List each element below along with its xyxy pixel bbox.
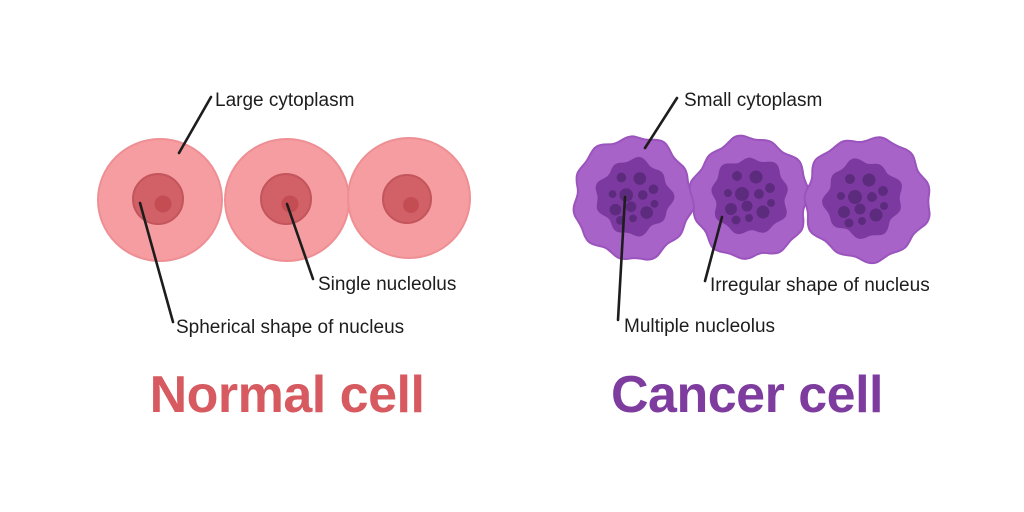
normal-cell-title: Normal cell <box>150 366 425 424</box>
cancer-cell-nucleolus-dot <box>629 214 637 223</box>
label-single-nucleolus: Single nucleolus <box>318 274 456 295</box>
cancer-cell-nucleolus-dot <box>608 190 617 198</box>
cancer-cell-title: Cancer cell <box>611 366 883 424</box>
cancer-cell-nucleus <box>711 157 788 235</box>
cancer-cell-nucleolus-dot <box>880 202 888 210</box>
cancer-cell-nucleolus-dot <box>619 188 634 202</box>
cancer-cell-nucleolus-dot <box>725 203 737 215</box>
cancer-cell-nucleolus-dot <box>735 187 749 201</box>
cancer-cell-nucleolus-dot <box>854 203 866 215</box>
cancer-cell-nucleus <box>595 156 675 237</box>
cancer-cell-nucleolus-dot <box>650 199 659 208</box>
label-large-cytoplasm: Large cytoplasm <box>215 90 354 111</box>
cancer-cell-nucleolus-dot <box>749 170 763 184</box>
cancer-cell-nucleolus-dot <box>838 206 850 218</box>
leader-line-large-cytoplasm <box>177 95 213 155</box>
labels-group: Large cytoplasm Single nucleolus Spheric… <box>176 90 930 338</box>
cancer-cell-nucleolus-dot <box>637 190 648 200</box>
cancer-cell-nucleolus-dot <box>845 174 855 184</box>
cancer-cell-nucleolus-dot <box>837 192 845 200</box>
cancer-cell-nucleolus-dot <box>844 218 854 228</box>
cancer-cell-nucleolus-dot <box>878 186 888 196</box>
cancer-cell-nucleolus-dot <box>731 215 741 225</box>
label-small-cytoplasm: Small cytoplasm <box>684 90 822 111</box>
cancer-cell-nucleolus-dot <box>754 189 764 199</box>
cancer-cell-nucleolus-dot <box>767 199 775 207</box>
leader-line-spherical-nucleus <box>138 201 175 324</box>
normal-cell-nucleolus <box>281 195 299 213</box>
cancer-cell-nucleolus-dot <box>724 189 732 197</box>
cancer-cell-nucleolus-dot <box>609 203 622 216</box>
cancer-cell-nucleolus-dot <box>745 214 753 222</box>
cancer-cell-nucleolus-dot <box>756 205 770 219</box>
cancer-cell-nucleolus-dot <box>867 192 877 202</box>
leader-line-single-nucleolus <box>285 202 315 281</box>
cancer-cell-nucleolus-dot <box>848 190 862 204</box>
cancer-cell-nucleolus-dot <box>765 183 775 193</box>
leader-line-multiple-nucleolus <box>616 195 627 322</box>
cancer-cell-nucleolus-dot <box>648 184 659 195</box>
leader-lines-group <box>138 95 724 324</box>
cancer-cell-nucleolus-dot <box>862 173 876 187</box>
cancer-cell-nucleolus-dot <box>633 172 647 185</box>
cancer-cells-group <box>572 134 931 265</box>
normal-cell-nucleolus <box>403 197 419 213</box>
label-multiple-nucleolus: Multiple nucleolus <box>624 316 775 337</box>
leader-line-irregular-nucleus <box>703 215 724 283</box>
cancer-cell-nucleolus-dot <box>625 201 637 213</box>
cancer-cell-nucleus <box>822 158 902 239</box>
cancer-cell-nucleolus-dot <box>858 217 866 225</box>
cancer-cell-nucleolus-dot <box>741 200 753 212</box>
cancer-cell-nucleolus-dot <box>732 171 742 181</box>
normal-cells-group <box>97 137 471 262</box>
cancer-cell-nucleolus-dot <box>616 172 627 183</box>
label-irregular-nucleus: Irregular shape of nucleus <box>710 275 930 296</box>
cancer-cell-nucleolus-dot <box>640 206 653 219</box>
normal-cell-nucleolus <box>154 195 172 213</box>
label-spherical-nucleus: Spherical shape of nucleus <box>176 317 404 338</box>
leader-line-small-cytoplasm <box>643 96 679 150</box>
cancer-cell-nucleolus-dot <box>869 208 883 222</box>
